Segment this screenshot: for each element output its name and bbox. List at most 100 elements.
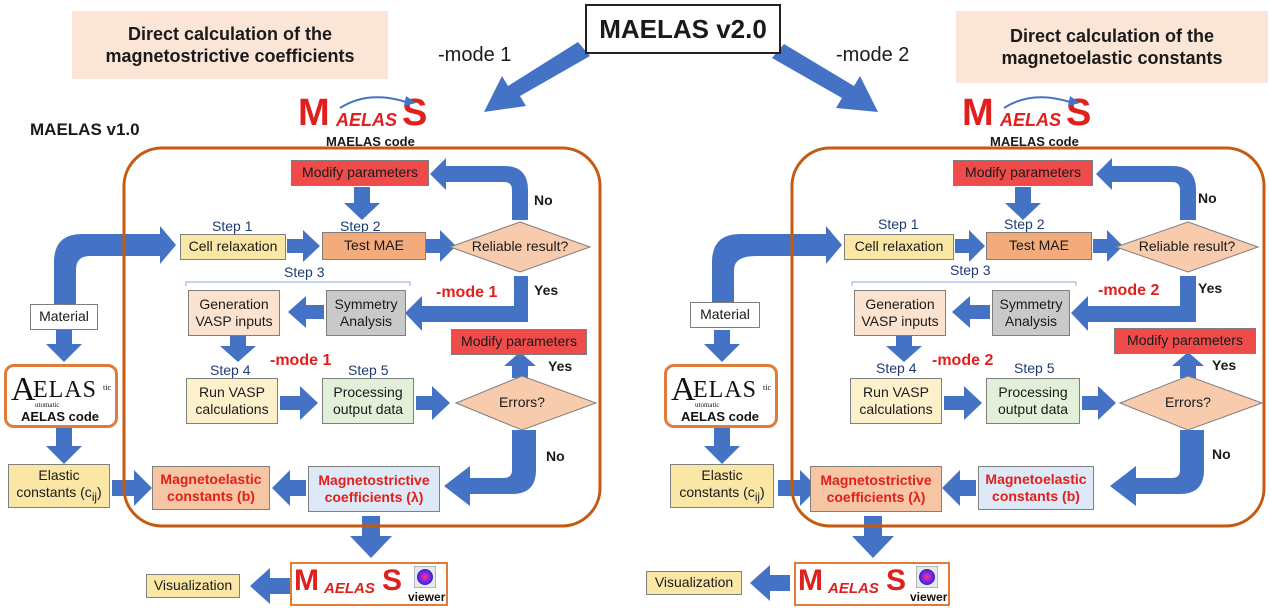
viewer-m: M bbox=[798, 564, 823, 597]
right-title: Direct calculation of the magnetoelastic… bbox=[956, 11, 1268, 83]
left-run-vasp: Run VASP calculations bbox=[186, 378, 278, 424]
right-step3-label: Step 3 bbox=[950, 262, 991, 278]
left-no-low: No bbox=[546, 448, 565, 464]
left-yes-low: Yes bbox=[548, 358, 573, 374]
mode1-label: -mode 1 bbox=[438, 44, 512, 66]
left-reliable-result: Reliable result? bbox=[471, 238, 569, 255]
left-cell-relaxation: Cell relaxation bbox=[180, 234, 286, 260]
logo-aelas: AELAS bbox=[336, 110, 398, 130]
left-step3-label: Step 3 bbox=[284, 264, 325, 280]
right-reliable-result: Reliable result? bbox=[1138, 238, 1236, 255]
left-magnetostrictive-coefficients: Magnetostrictive coefficients (λ) bbox=[308, 466, 440, 512]
left-material: Material bbox=[30, 304, 98, 330]
right-step4-label: Step 4 bbox=[876, 360, 917, 376]
aelas-tic: tic bbox=[103, 383, 111, 392]
logo-m: M bbox=[298, 92, 330, 134]
logo-swoosh-icon bbox=[1003, 96, 1080, 109]
left-maelas-frame bbox=[122, 146, 602, 528]
left-no-top: No bbox=[534, 192, 553, 208]
aelas-a: A bbox=[671, 371, 696, 408]
aelas-code-label: AELAS code bbox=[21, 409, 100, 424]
left-maelas-viewer-box: M AELAS S viewer bbox=[290, 562, 448, 606]
viewer-sphere-icon bbox=[916, 566, 938, 588]
logo-m: M bbox=[962, 92, 994, 134]
left-modify-parameters-top: Modify parameters bbox=[291, 160, 429, 186]
left-visualization: Visualization bbox=[146, 574, 240, 598]
right-maelas-frame bbox=[790, 146, 1266, 528]
left-step5-label: Step 5 bbox=[348, 362, 389, 378]
left-reliable-diamond bbox=[448, 221, 592, 273]
left-title: Direct calculation of the magnetostricti… bbox=[72, 11, 388, 79]
elastic-sub: ij bbox=[754, 490, 760, 504]
right-maelas-code-label: MAELAS code bbox=[990, 134, 1079, 149]
right-magnetostrictive-coefficients: Magnetostrictive coefficients (λ) bbox=[810, 466, 942, 512]
right-step5-label: Step 5 bbox=[1014, 360, 1055, 376]
right-magnetoelastic-constants: Magnetoelastic constants (b) bbox=[978, 466, 1094, 510]
left-yes-mid: Yes bbox=[534, 282, 559, 298]
left-maelas-code-label: MAELAS code bbox=[326, 134, 415, 149]
left-maelas-logo: M AELAS S bbox=[298, 92, 436, 136]
elastic-sub: ij bbox=[91, 490, 97, 504]
elastic-end: ) bbox=[760, 484, 765, 501]
aelas-elas: ELAS bbox=[693, 377, 757, 403]
left-errors: Errors? bbox=[499, 394, 545, 411]
right-mode-label-b: -mode 2 bbox=[932, 352, 994, 369]
elastic-text: Elastic constants (c bbox=[16, 466, 92, 501]
left-step2-label: Step 2 bbox=[340, 218, 381, 234]
mode2-arrow bbox=[772, 44, 878, 112]
left-arrows bbox=[46, 158, 536, 604]
left-mode-label-b: -mode 1 bbox=[270, 352, 332, 369]
right-yes-mid: Yes bbox=[1198, 280, 1223, 296]
logo-swoosh-icon bbox=[339, 96, 416, 109]
right-cell-relaxation: Cell relaxation bbox=[844, 234, 954, 260]
right-modify-parameters-top: Modify parameters bbox=[953, 160, 1093, 186]
right-maelas-logo: M AELAS S bbox=[962, 92, 1100, 136]
right-errors-diamond bbox=[1118, 375, 1264, 431]
viewer-s: S bbox=[886, 564, 907, 597]
left-step4-label: Step 4 bbox=[210, 362, 251, 378]
left-step1-label: Step 1 bbox=[212, 218, 253, 234]
right-yes-low: Yes bbox=[1212, 357, 1237, 373]
logo-aelas: AELAS bbox=[1000, 110, 1062, 130]
left-generation-vasp-inputs: Generation VASP inputs bbox=[188, 290, 280, 336]
right-step3-bracket bbox=[851, 281, 1077, 286]
left-elastic-constants: Elastic constants (cij) bbox=[8, 464, 110, 508]
viewer-aelas: AELAS bbox=[324, 580, 375, 597]
left-aelas-logo-box: A ELAS tic utomatic AELAS code bbox=[4, 364, 118, 428]
mode2-label: -mode 2 bbox=[836, 44, 910, 66]
left-symmetry-analysis: Symmetry Analysis bbox=[326, 290, 406, 336]
right-visualization: Visualization bbox=[646, 571, 742, 595]
right-reliable-diamond bbox=[1114, 221, 1260, 273]
right-symmetry-analysis: Symmetry Analysis bbox=[992, 290, 1070, 336]
aelas-tic: tic bbox=[763, 383, 771, 392]
viewer-s: S bbox=[382, 564, 403, 597]
viewer-m: M bbox=[294, 564, 319, 597]
right-modify-parameters-mid: Modify parameters bbox=[1114, 328, 1256, 354]
aelas-automatic: utomatic bbox=[35, 401, 60, 409]
left-modify-parameters-mid: Modify parameters bbox=[451, 329, 587, 355]
left-mode-label-a: -mode 1 bbox=[436, 284, 498, 301]
aelas-code-label: AELAS code bbox=[681, 409, 760, 424]
right-run-vasp: Run VASP calculations bbox=[850, 378, 942, 424]
aelas-elas: ELAS bbox=[33, 377, 97, 403]
viewer-label: viewer bbox=[910, 590, 948, 604]
maelas-v1-label: MAELAS v1.0 bbox=[30, 120, 140, 139]
right-errors: Errors? bbox=[1165, 394, 1211, 411]
right-generation-vasp-inputs: Generation VASP inputs bbox=[854, 290, 946, 336]
right-step2-label: Step 2 bbox=[1004, 216, 1045, 232]
viewer-aelas: AELAS bbox=[828, 580, 879, 597]
aelas-a: A bbox=[11, 371, 36, 408]
right-step1-label: Step 1 bbox=[878, 216, 919, 232]
left-step3-bracket bbox=[185, 281, 411, 286]
main-title-box: MAELAS v2.0 bbox=[585, 4, 781, 54]
left-errors-diamond bbox=[454, 375, 598, 431]
right-elastic-constants: Elastic constants (cij) bbox=[670, 464, 774, 508]
elastic-end: ) bbox=[97, 484, 102, 501]
right-maelas-viewer-box: M AELAS S viewer bbox=[794, 562, 950, 606]
elastic-text: Elastic constants (c bbox=[679, 466, 755, 501]
left-magnetoelastic-constants: Magnetoelastic constants (b) bbox=[152, 466, 270, 510]
right-test-mae: Test MAE bbox=[986, 232, 1092, 260]
right-no-top: No bbox=[1198, 190, 1217, 206]
